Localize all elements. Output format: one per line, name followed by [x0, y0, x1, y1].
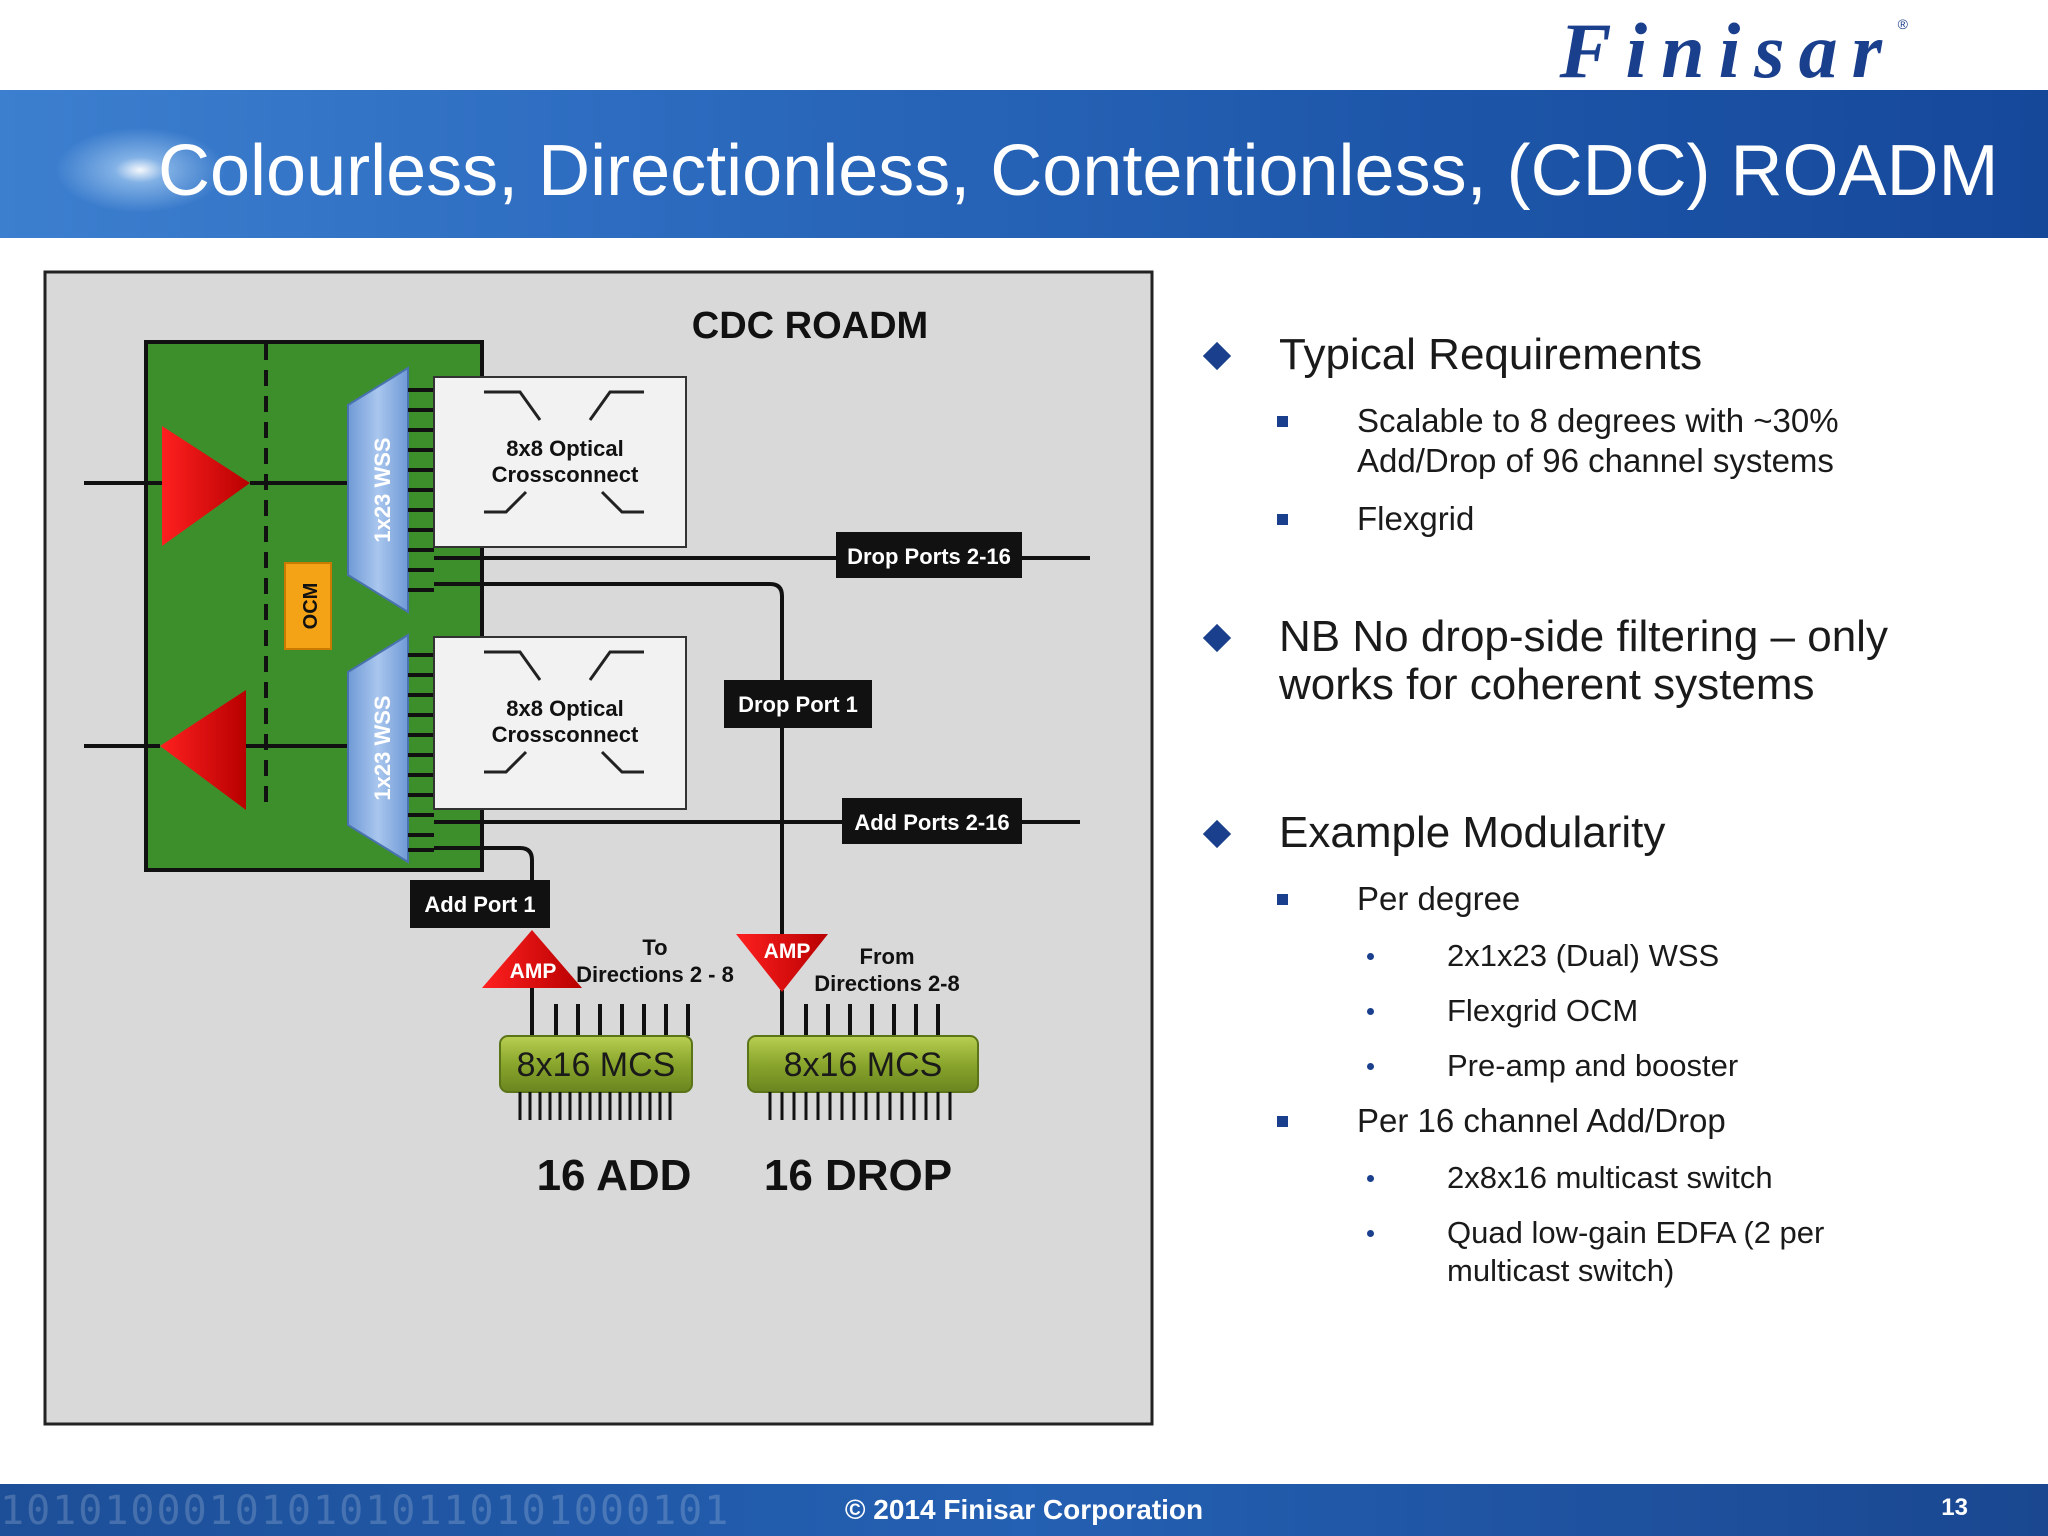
add-count-label: 16 ADD	[537, 1151, 692, 1200]
wss-bottom	[347, 633, 409, 864]
drop-count-label: 16 DROP	[764, 1151, 952, 1200]
diagram-title: CDC ROADM	[692, 305, 928, 347]
add-port-1-box	[410, 880, 550, 928]
mcs-drop-bottom-pins	[768, 1092, 952, 1120]
add-amp-icon	[482, 930, 582, 988]
mcs-add-label: 8x16 MCS	[517, 1046, 676, 1084]
bullet-nb-line1: NB No drop-side filtering – only	[1279, 612, 1888, 661]
dot-bullet-icon	[1367, 953, 1374, 960]
oxc-bottom-label-1: 8x8 Optical	[506, 696, 623, 721]
mcs-drop-label: 8x16 MCS	[784, 1046, 943, 1084]
oxc-bottom-switch-icon	[484, 650, 644, 774]
drop-port-1-label: Drop Port 1	[738, 692, 858, 717]
footer-band: 1010100010101010110101000101 © 2014 Fini…	[0, 1484, 2048, 1536]
oxc-top-switch-icon	[484, 390, 644, 514]
title-band	[0, 90, 2048, 238]
bullet-preamp-booster: Pre-amp and booster	[1447, 1048, 1739, 1083]
mcs-add-bottom-pins	[518, 1092, 672, 1120]
square-bullet-icon	[1277, 416, 1288, 427]
slide-title: Colourless, Directionless, Contentionles…	[158, 131, 1999, 211]
drop-port-1-path	[434, 582, 784, 940]
bullet-nb-line2: works for coherent systems	[1279, 660, 1815, 709]
ocm-block	[284, 562, 332, 650]
square-bullet-icon	[1277, 514, 1288, 525]
lens-flare	[40, 120, 240, 220]
bullet-dual-wss: 2x1x23 (Dual) WSS	[1447, 938, 1720, 973]
from-label-1: From	[860, 944, 915, 969]
bullet-per-16-channel: Per 16 channel Add/Drop	[1357, 1102, 1726, 1139]
dot-bullet-icon	[1367, 1175, 1374, 1182]
bullet-typical-requirements: Typical Requirements	[1279, 330, 1703, 379]
mcs-add-top-pins	[554, 1004, 690, 1036]
registered-mark: ®	[1897, 16, 1908, 32]
mcs-drop-block	[747, 1035, 979, 1093]
to-label-1: To	[642, 935, 667, 960]
bullet-scalable-line2: Add/Drop of 96 channel systems	[1357, 442, 1834, 479]
dot-bullet-icon	[1367, 1230, 1374, 1237]
wss-bottom-label: 1x23 WSS	[370, 695, 395, 800]
to-label-2: Directions 2 - 8	[576, 962, 734, 987]
bullet-flexgrid: Flexgrid	[1357, 500, 1475, 537]
page-number: 13	[1941, 1494, 1968, 1521]
bullet-multicast-switch: 2x8x16 multicast switch	[1447, 1160, 1773, 1195]
bullet-scalable-line1: Scalable to 8 degrees with ~30%	[1357, 402, 1839, 439]
oxc-top	[433, 376, 687, 548]
square-bullet-icon	[1277, 1116, 1288, 1127]
add-port-1-label: Add Port 1	[424, 892, 535, 917]
dot-bullet-icon	[1367, 1008, 1374, 1015]
finisar-logo: Finisar	[1559, 7, 1896, 94]
bullet-example-modularity: Example Modularity	[1279, 808, 1666, 857]
add-amp-label: AMP	[510, 960, 557, 983]
wss-top-ports	[408, 388, 434, 592]
bullet-edfa-line1: Quad low-gain EDFA (2 per	[1447, 1215, 1825, 1250]
wss-top-label: 1x23 WSS	[370, 437, 395, 542]
from-label-2: Directions 2-8	[814, 971, 960, 996]
copyright-text: © 2014 Finisar Corporation	[844, 1494, 1204, 1525]
wss-top	[347, 366, 409, 614]
square-bullet-icon	[1277, 894, 1288, 905]
mcs-drop-top-pins	[804, 1004, 940, 1036]
pre-amplifier-icon	[162, 426, 250, 546]
add-ports-label: Add Ports 2-16	[854, 810, 1009, 835]
bullet-flexgrid-ocm: Flexgrid OCM	[1447, 993, 1639, 1028]
oxc-bottom-label-2: Crossconnect	[492, 722, 639, 747]
drop-ports-label: Drop Ports 2-16	[847, 544, 1011, 569]
oxc-bottom	[433, 636, 687, 810]
mcs-add-block	[499, 1035, 693, 1093]
drop-port-1-box	[724, 680, 872, 728]
drop-amp-icon	[736, 934, 828, 992]
drop-ports-box	[836, 532, 1022, 578]
footer-binary-decoration: 1010100010101010110101000101	[0, 1488, 731, 1534]
add-port-1-path	[434, 846, 534, 880]
oxc-top-label-2: Crossconnect	[492, 462, 639, 487]
ocm-label: OCM	[300, 583, 322, 630]
add-ports-box	[842, 798, 1022, 844]
wss-bottom-ports	[408, 653, 434, 852]
drop-amp-label: AMP	[764, 940, 811, 963]
bullet-per-degree: Per degree	[1357, 880, 1521, 917]
oxc-top-label-1: 8x8 Optical	[506, 436, 623, 461]
bullet-edfa-line2: multicast switch)	[1447, 1253, 1675, 1288]
dot-bullet-icon	[1367, 1063, 1374, 1070]
booster-amplifier-icon	[160, 690, 246, 810]
